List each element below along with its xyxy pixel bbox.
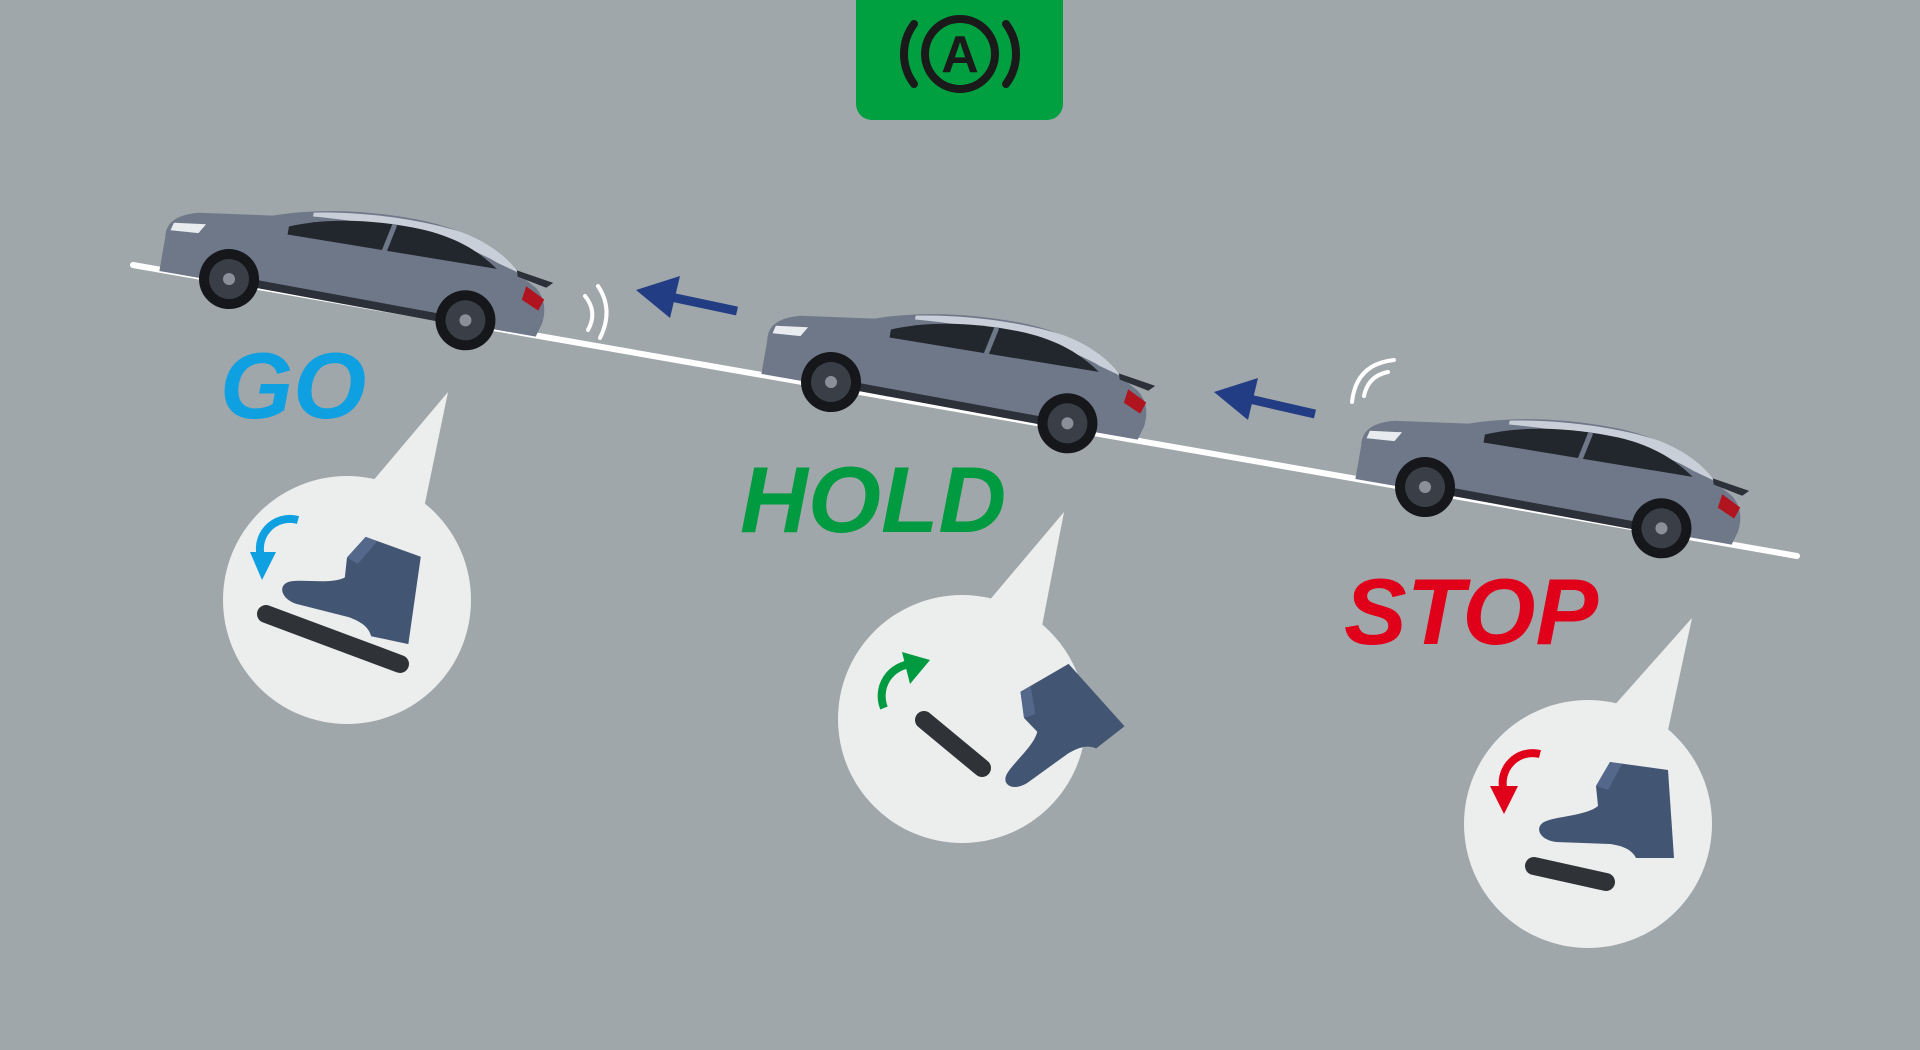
stage-label-stop: STOP: [1344, 559, 1599, 664]
pedal-bubble-go: [223, 392, 471, 724]
sensor-waves-icon: [583, 284, 609, 340]
rotate-counterclockwise-arrow-icon: [1490, 749, 1541, 814]
foot-on-pedal-release-icon: [257, 522, 429, 673]
auto-brake-hold-badge: A: [856, 0, 1063, 120]
rotate-counterclockwise-arrow-icon: [250, 514, 300, 580]
car-stop: [1351, 385, 1756, 571]
sensor-waves-icon: [1350, 358, 1396, 404]
foot-off-pedal-icon: [915, 654, 1125, 806]
pedal-bubble-hold: [838, 512, 1125, 843]
stage-label-go: GO: [220, 333, 366, 438]
car-hold: [757, 280, 1162, 466]
badge-letter: A: [941, 26, 979, 84]
motion-arrow-left-icon: [1214, 378, 1317, 420]
auto-brake-hold-icon: A: [900, 15, 1020, 93]
motion-arrow-left-icon: [636, 276, 738, 318]
pedal-bubble-stop: [1464, 618, 1712, 948]
foot-on-pedal-press-icon: [1525, 762, 1674, 891]
rotate-clockwise-arrow-icon: [877, 652, 930, 710]
stage-label-hold: HOLD: [740, 447, 1006, 552]
